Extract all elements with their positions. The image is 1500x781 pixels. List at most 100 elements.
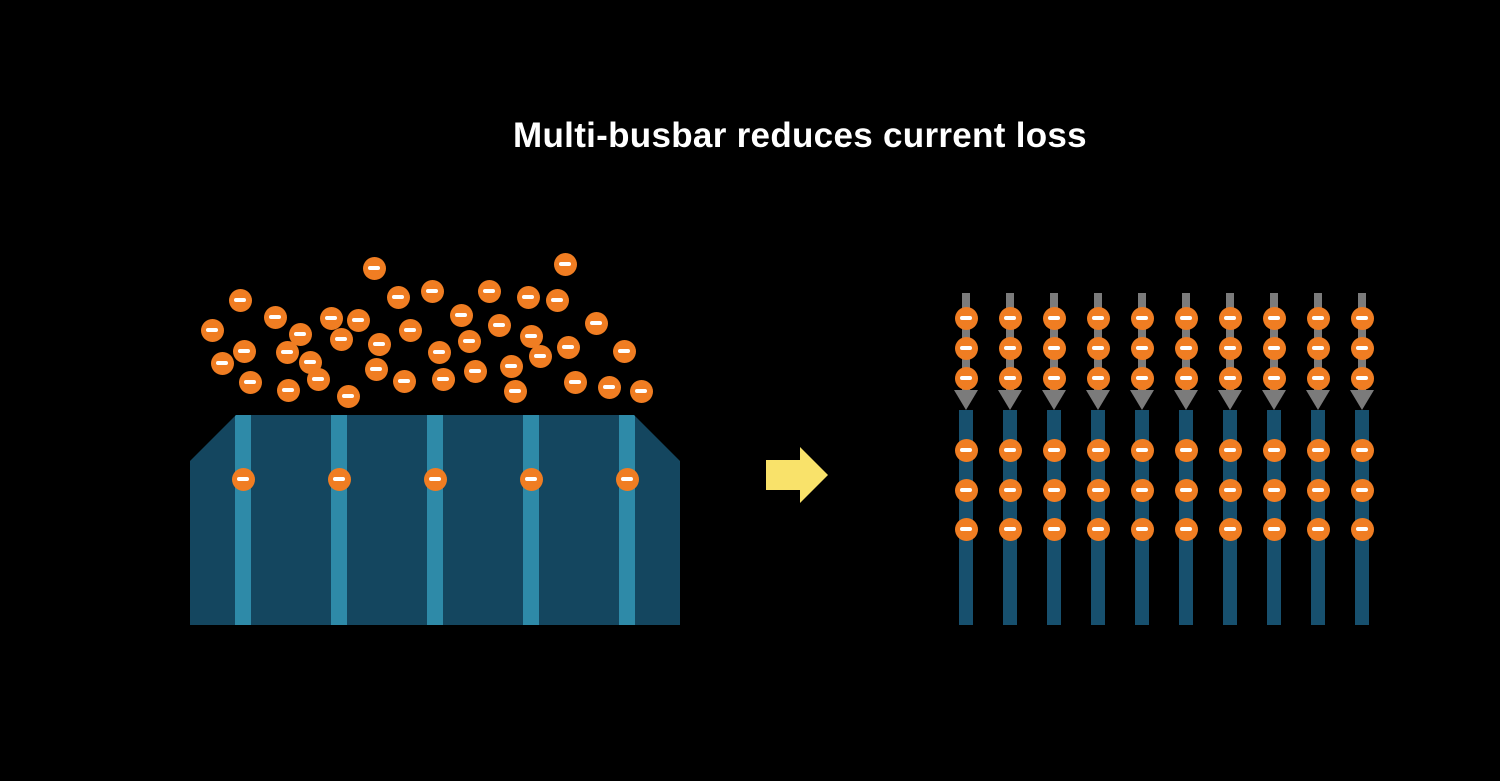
minus-icon [568,380,582,384]
minus-icon [1179,346,1193,350]
minus-icon [391,295,405,299]
minus-icon [205,328,219,332]
minus-icon [558,262,572,266]
electron-icon [1130,517,1154,541]
electron-icon [998,478,1022,502]
minus-icon [243,380,257,384]
electron-icon [1218,517,1242,541]
electron-icon [346,308,370,332]
electron-icon [615,467,639,491]
electron-icon [1042,517,1066,541]
minus-icon [524,334,538,338]
minus-icon [303,360,317,364]
electron-icon [1086,366,1110,390]
minus-icon [602,385,616,389]
electron-icon [519,467,543,491]
electron-icon [629,379,653,403]
electron-icon [1130,438,1154,462]
electron-icon [1350,306,1374,330]
minus-icon [524,477,538,481]
minus-icon [1355,346,1369,350]
minus-icon [550,298,564,302]
minus-icon [280,350,294,354]
minus-icon [959,316,973,320]
electron-icon [1174,366,1198,390]
electron-icon [1174,306,1198,330]
electron-icon [231,467,255,491]
minus-icon [462,339,476,343]
minus-icon [504,364,518,368]
flow-arrow-head-icon [954,390,978,410]
electron-icon [998,517,1022,541]
minus-icon [1223,376,1237,380]
electron-icon [563,370,587,394]
minus-icon [1135,316,1149,320]
minus-icon [1311,448,1325,452]
minus-icon [436,377,450,381]
electron-icon [263,305,287,329]
minus-icon [1091,316,1105,320]
minus-icon [1135,488,1149,492]
minus-icon [403,328,417,332]
electron-icon [998,438,1022,462]
minus-icon [432,350,446,354]
minus-icon [1003,376,1017,380]
electron-icon [1086,478,1110,502]
minus-icon [454,313,468,317]
electron-icon [556,335,580,359]
minus-icon [281,388,295,392]
minus-icon [1267,448,1281,452]
electron-icon [1086,336,1110,360]
minus-icon [1355,376,1369,380]
electron-icon [1174,517,1198,541]
minus-icon [959,346,973,350]
minus-icon [1355,448,1369,452]
standard-busbar-cell [190,415,680,625]
electron-icon [457,329,481,353]
minus-icon [1179,376,1193,380]
electron-icon [954,438,978,462]
minus-icon [1223,316,1237,320]
diagram-title: Multi-busbar reduces current loss [513,116,1087,155]
electron-icon [954,306,978,330]
minus-icon [332,477,346,481]
electron-icon [998,336,1022,360]
busbar-stripe [331,415,347,625]
minus-icon [468,369,482,373]
minus-icon [397,379,411,383]
electron-icon [327,467,351,491]
minus-icon [508,389,522,393]
minus-icon [1003,448,1017,452]
electron-icon [954,336,978,360]
busbar-stripe [523,415,539,625]
minus-icon [1047,376,1061,380]
minus-icon [1355,316,1369,320]
electron-icon [1130,306,1154,330]
electron-icon [1042,478,1066,502]
transition-arrow-head [800,447,828,503]
electron-icon [420,279,444,303]
electron-icon [477,279,501,303]
flow-arrow-head-icon [1262,390,1286,410]
electron-icon [398,318,422,342]
flow-arrow-head-icon [1130,390,1154,410]
minus-icon [1179,448,1193,452]
minus-icon [1091,527,1105,531]
electron-icon [998,366,1022,390]
busbar-stripe [619,415,635,625]
minus-icon [351,318,365,322]
minus-icon [959,527,973,531]
minus-icon [1135,376,1149,380]
minus-icon [1223,488,1237,492]
electron-icon [1262,306,1286,330]
electron-icon [423,467,447,491]
minus-icon [1311,527,1325,531]
electron-icon [210,351,234,375]
electron-icon [1042,306,1066,330]
minus-icon [1267,527,1281,531]
minus-icon [369,367,383,371]
electron-icon [612,339,636,363]
